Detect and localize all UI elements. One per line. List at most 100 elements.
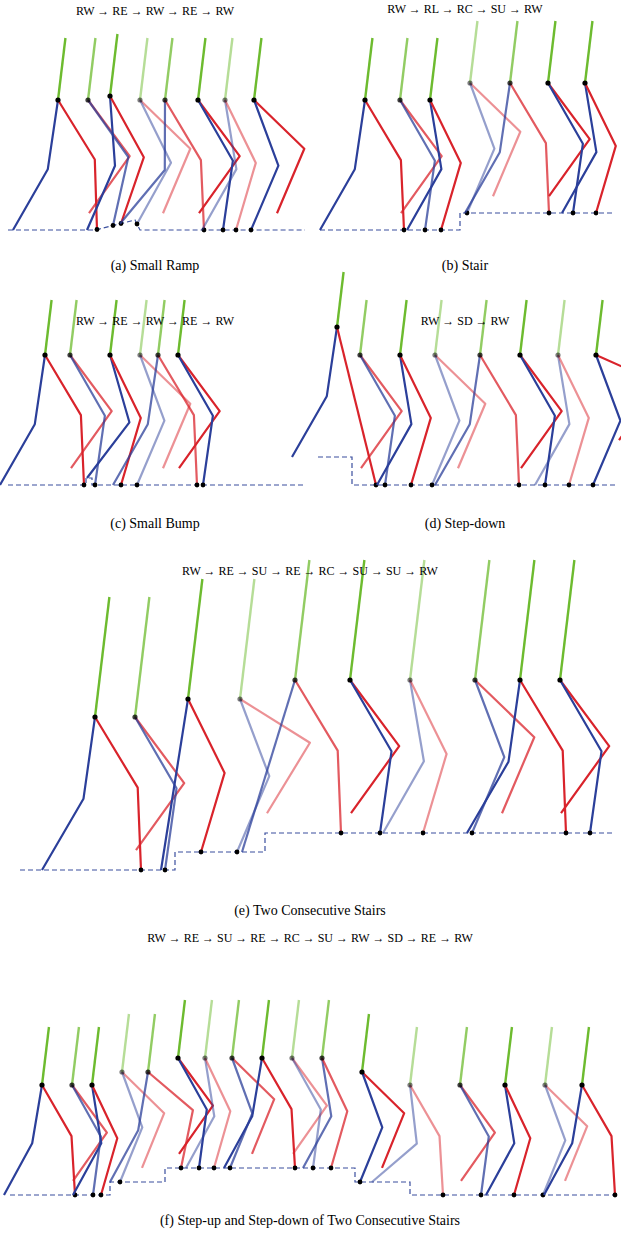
torso <box>548 21 555 83</box>
mode-sequence: RW → RE → RW → RE → RW <box>76 314 234 329</box>
leg-segment <box>407 100 441 230</box>
leg-segment <box>251 100 278 230</box>
stance-foot <box>512 1193 517 1198</box>
torso <box>400 38 407 100</box>
stance-foot <box>82 483 87 488</box>
torso <box>410 1027 417 1085</box>
leg-segment <box>560 680 602 833</box>
torso <box>178 1000 185 1058</box>
leg-segment <box>262 1058 295 1168</box>
leg-segment <box>95 717 141 870</box>
leg-segment <box>465 83 510 213</box>
stance-foot <box>197 1166 202 1171</box>
stance-foot <box>479 1193 484 1198</box>
hip-joint <box>397 97 402 102</box>
leg-segment <box>377 355 411 485</box>
leg-segment <box>295 680 341 833</box>
hip-joint <box>467 80 472 85</box>
stance-foot <box>135 483 140 488</box>
leg-segment <box>178 355 213 485</box>
ground-line <box>20 833 615 870</box>
hip-joint <box>407 677 412 682</box>
mode-sequence: RW → RE → SU → RE → RC → SU → RW → SD → … <box>147 931 473 946</box>
stance-foot <box>594 211 599 216</box>
leg-segment <box>520 680 566 833</box>
torso <box>322 1000 329 1058</box>
stance-foot <box>571 211 576 216</box>
leg-segment <box>73 1085 101 1195</box>
hip-joint <box>347 677 352 682</box>
torso <box>70 300 77 355</box>
leg-segment <box>400 355 431 485</box>
leg-segment <box>410 1085 443 1195</box>
torso <box>337 272 344 327</box>
leg-segment <box>467 680 520 833</box>
torso <box>596 300 603 355</box>
hip-joint <box>162 97 167 102</box>
torso <box>188 579 202 699</box>
hip-joint <box>155 352 160 357</box>
torso <box>148 1014 155 1072</box>
hip-joint <box>42 352 47 357</box>
leg-segment <box>365 100 404 230</box>
stance-foot <box>517 483 522 488</box>
leg-segment <box>13 100 58 230</box>
torso <box>58 38 65 100</box>
leg-segment <box>562 83 596 213</box>
hip-joint <box>397 352 402 357</box>
torso <box>460 1027 467 1085</box>
torso <box>88 38 95 100</box>
torso <box>560 560 574 680</box>
stance-foot <box>613 1193 618 1198</box>
leg-segment <box>87 355 129 478</box>
leg-segment <box>582 1085 615 1195</box>
leg-segment <box>186 1058 214 1168</box>
torso <box>240 579 254 699</box>
torso <box>475 560 489 680</box>
mode-sequence: RW → SD → RW <box>421 314 509 329</box>
stance-foot <box>409 483 414 488</box>
hip-joint <box>39 1082 44 1087</box>
leg-segment <box>585 83 616 213</box>
hip-joint <box>502 1082 507 1087</box>
mode-sequence: RW → RE → RW → RE → RW <box>76 4 234 19</box>
leg-segment <box>137 355 164 485</box>
leg-segment <box>42 717 95 870</box>
stance-foot <box>195 483 200 488</box>
leg-segment <box>178 1058 207 1168</box>
stance-foot <box>179 1166 184 1171</box>
hip-joint <box>237 696 242 701</box>
hip-joint <box>185 696 190 701</box>
hip-joint <box>229 1055 234 1060</box>
leg-segment <box>70 355 112 468</box>
torso <box>205 1000 212 1058</box>
hip-joint <box>132 714 137 719</box>
leg-segment <box>435 355 480 485</box>
torso <box>585 21 592 83</box>
leg-segment <box>0 355 45 485</box>
stance-foot <box>564 831 569 836</box>
hip-joint <box>107 93 112 98</box>
torso <box>558 300 565 355</box>
subfigure-caption: (b) Stair <box>442 258 488 274</box>
torso <box>198 38 205 100</box>
stance-foot <box>421 831 426 836</box>
hip-joint <box>427 97 432 102</box>
torso <box>430 38 437 100</box>
torso <box>545 1027 552 1085</box>
leg-segment <box>520 355 562 468</box>
leg-segment <box>292 1058 327 1154</box>
leg-segment <box>383 680 424 833</box>
stance-foot <box>135 222 140 227</box>
hip-joint <box>137 97 142 102</box>
ground-line <box>10 1168 615 1195</box>
leg-segment <box>225 100 256 230</box>
hip-joint <box>517 677 522 682</box>
torso <box>165 38 172 100</box>
leg-segment <box>72 1085 101 1195</box>
leg-segment <box>535 355 569 485</box>
leg-segment <box>254 100 304 213</box>
leg-segment <box>87 96 115 230</box>
leg-segment <box>460 1085 489 1195</box>
hip-joint <box>251 97 256 102</box>
